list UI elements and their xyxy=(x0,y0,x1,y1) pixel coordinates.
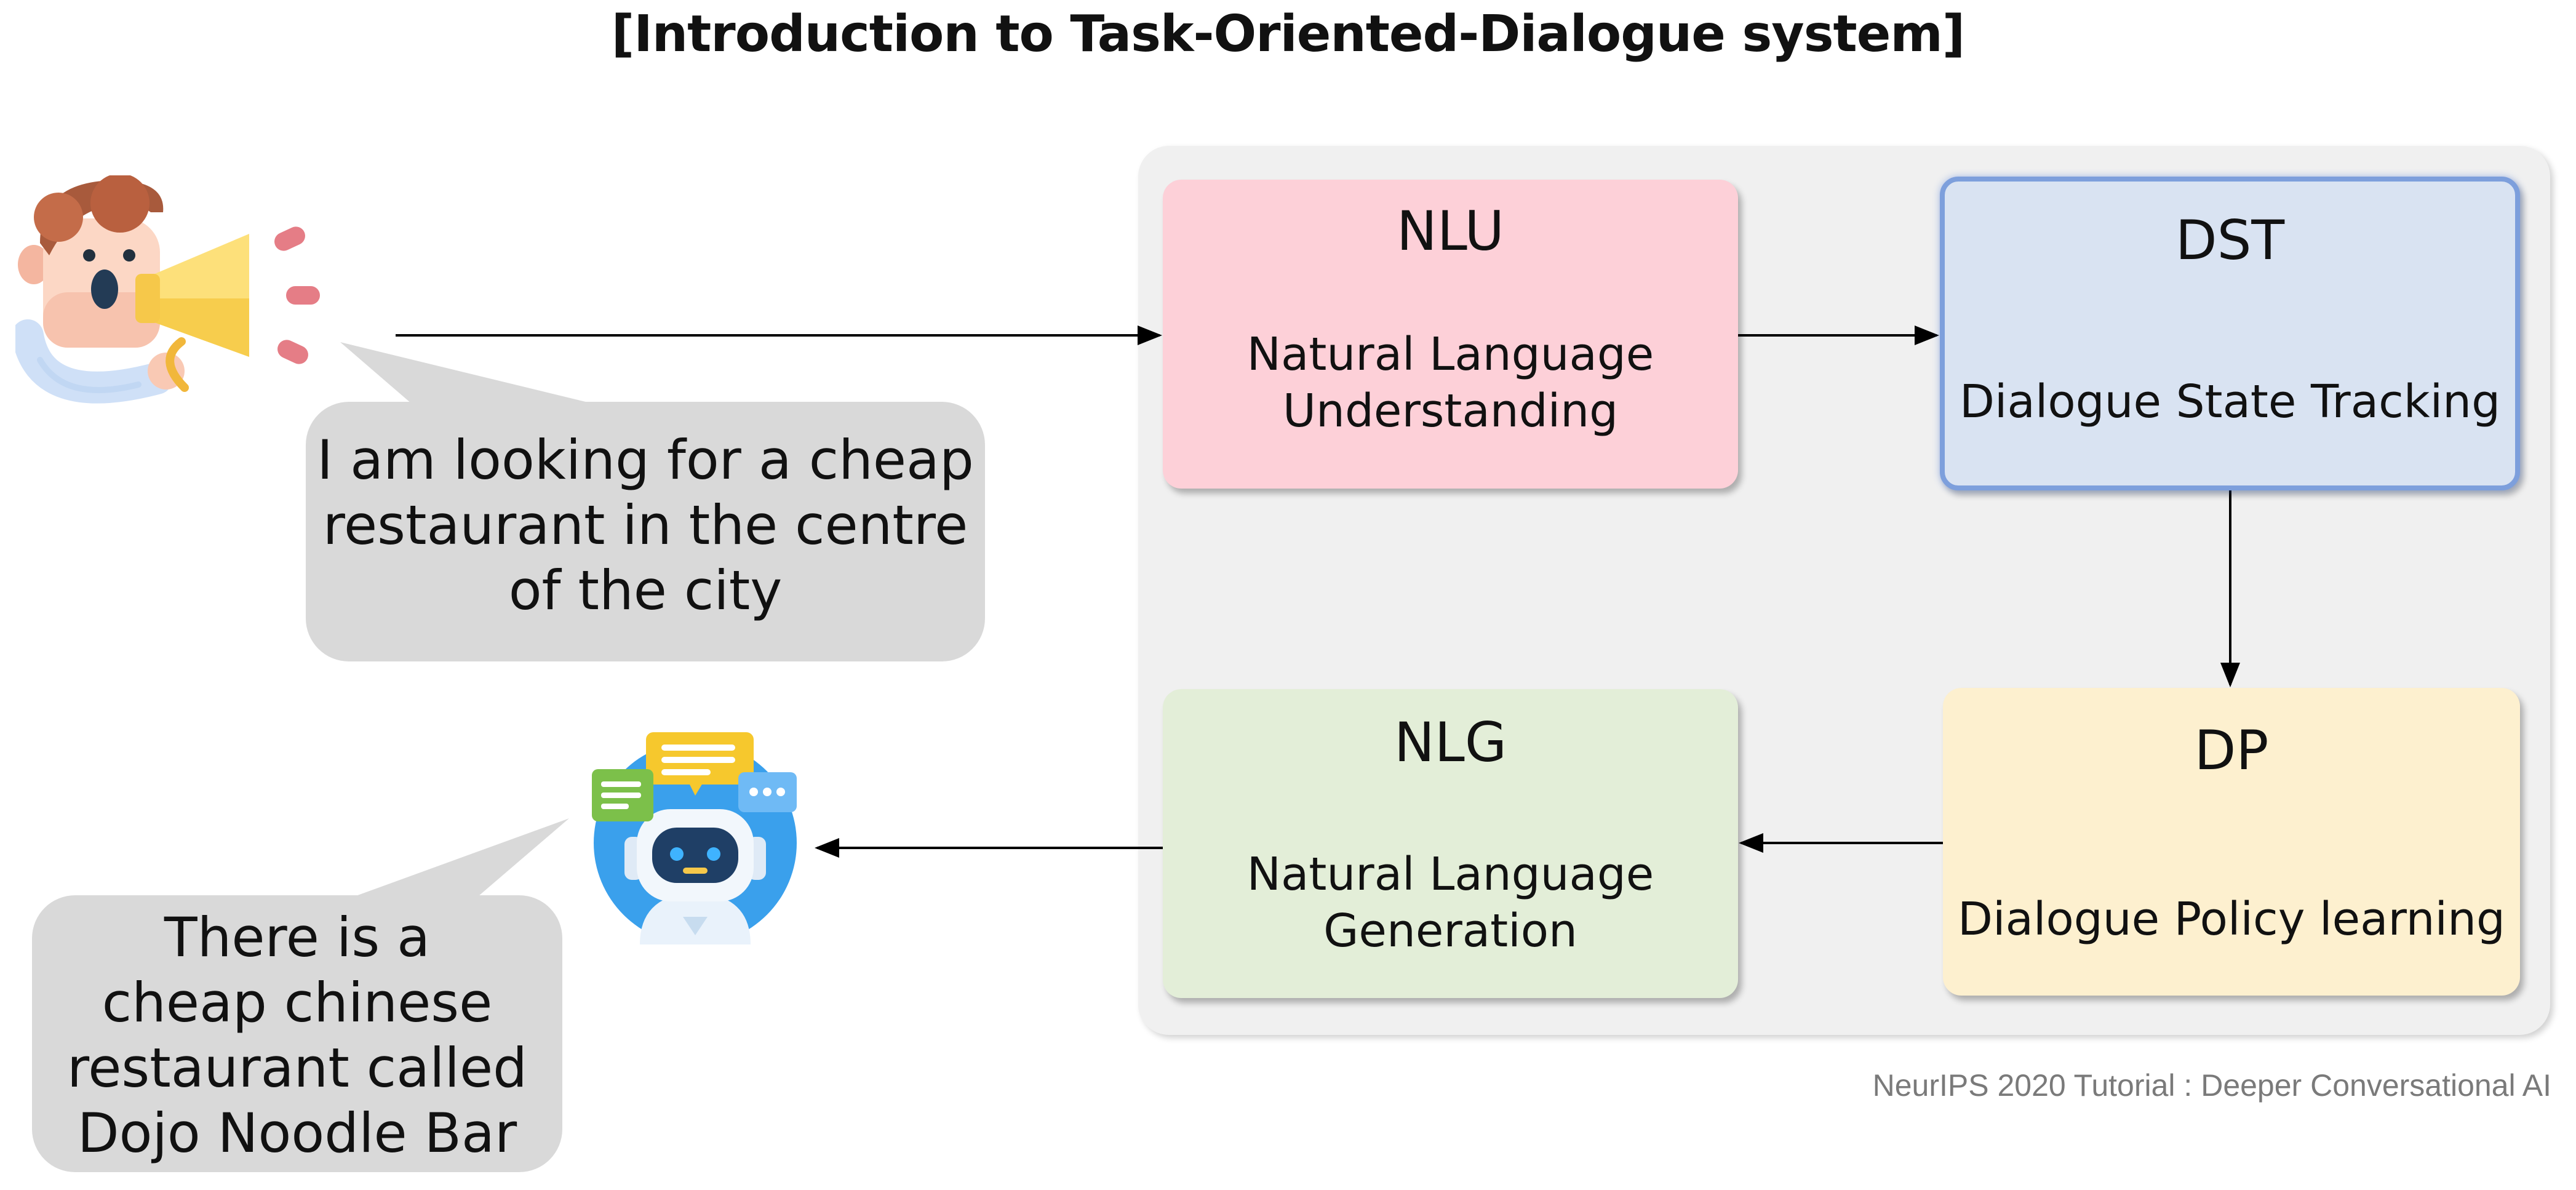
page-title: [Introduction to Task-Oriented-Dialogue … xyxy=(611,5,1966,63)
bot-response-line: restaurant called xyxy=(67,1036,527,1100)
dp-abbreviation: DP xyxy=(2194,719,2269,782)
person-with-megaphone-icon xyxy=(15,175,320,404)
nlu-full-name-line1: Natural Language xyxy=(1246,328,1654,381)
bot-speech-bubble: There is a cheap chinese restaurant call… xyxy=(32,895,562,1172)
user-speech-bubble: I am looking for a cheap restaurant in t… xyxy=(306,402,985,661)
bot-response-line: Dojo Noodle Bar xyxy=(77,1101,517,1165)
dp-full-name: Dialogue Policy learning xyxy=(1958,893,2505,946)
bot-response-line: cheap chinese xyxy=(102,971,493,1034)
nlu-abbreviation: NLU xyxy=(1397,199,1504,263)
dp-module: DP Dialogue Policy learning xyxy=(1943,688,2520,996)
nlu-module: NLU Natural Language Understanding xyxy=(1163,180,1738,489)
chatbot-robot-icon xyxy=(592,732,797,944)
user-utterance-line: restaurant in the centre xyxy=(322,493,968,557)
user-utterance-line: of the city xyxy=(508,559,783,622)
dst-full-name: Dialogue State Tracking xyxy=(1959,375,2501,428)
bot-response-line: There is a xyxy=(164,906,431,969)
user-utterance-line: I am looking for a cheap xyxy=(317,428,974,492)
footer-credit: NeurIPS 2020 Tutorial : Deeper Conversat… xyxy=(1872,1068,2551,1103)
nlg-abbreviation: NLG xyxy=(1394,711,1507,774)
bot-bubble-tail xyxy=(332,818,569,911)
dst-abbreviation: DST xyxy=(2175,209,2285,272)
nlg-module: NLG Natural Language Generation xyxy=(1163,689,1738,998)
nlg-full-name-line2: Generation xyxy=(1323,904,1577,957)
dst-module: DST Dialogue State Tracking xyxy=(1940,177,2520,490)
nlg-full-name-line1: Natural Language xyxy=(1246,848,1654,901)
nlu-full-name-line2: Understanding xyxy=(1282,385,1619,437)
